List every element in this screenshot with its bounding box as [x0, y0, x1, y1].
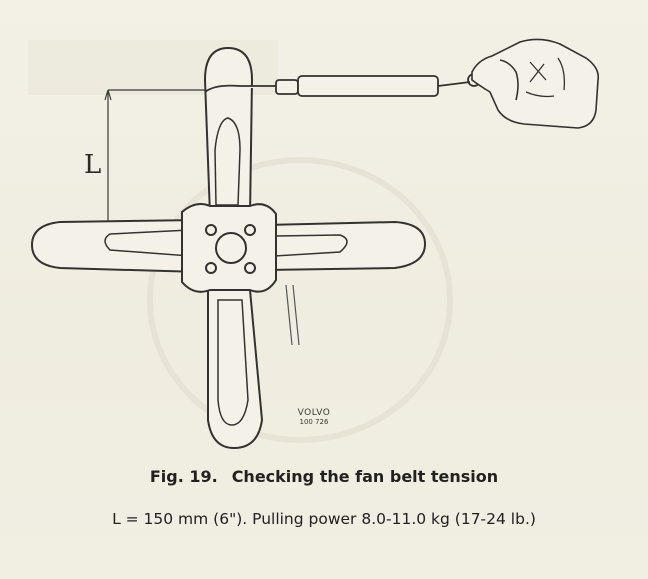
maker-name: VOLVO	[297, 408, 331, 418]
maker-reference: 100 726	[299, 418, 329, 426]
maker-mark: VOLVO 100 726	[286, 409, 342, 427]
belt-lines	[285, 284, 300, 346]
dimension-label-l: L	[84, 150, 102, 180]
figure-caption-title: Fig. 19. Checking the fan belt tension	[0, 467, 648, 486]
spring-scale	[204, 73, 481, 97]
figure-title: Checking the fan belt tension	[231, 467, 499, 486]
figure-caption-subtitle: L = 150 mm (6"). Pulling power 8.0-11.0 …	[112, 510, 536, 528]
hand-icon	[471, 38, 600, 129]
figure-number: Fig. 19.	[149, 467, 218, 486]
hub-bolts	[205, 224, 256, 274]
